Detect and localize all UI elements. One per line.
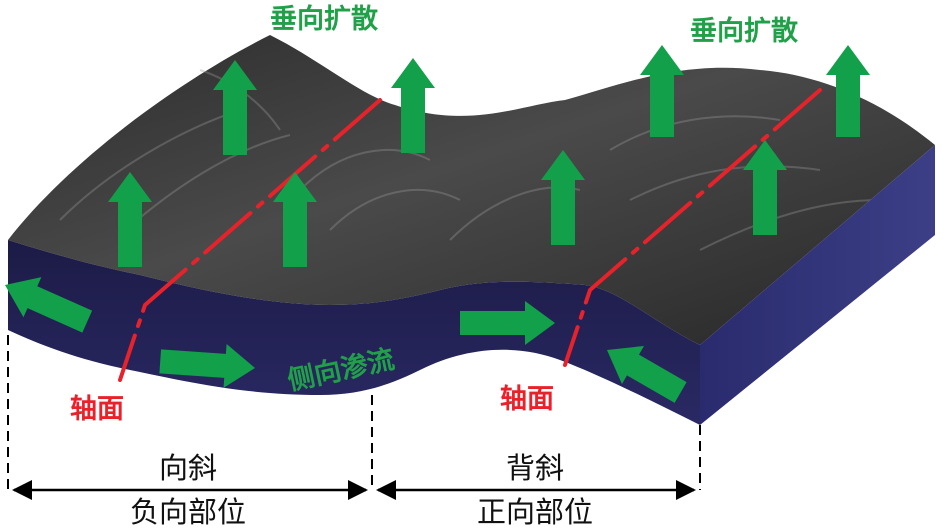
axial-planes bbox=[118, 88, 822, 382]
green-arrows bbox=[5, 45, 870, 403]
axial-plane-right-label: 轴面 bbox=[500, 384, 554, 415]
lateral-arrow-left-in bbox=[159, 343, 255, 388]
anticline-label: 背斜 bbox=[506, 451, 564, 485]
up-arrow-6 bbox=[640, 45, 684, 137]
vertical-diffusion-left-label: 垂向扩散 bbox=[270, 3, 378, 35]
axial-plane-left-line bbox=[118, 98, 382, 382]
rock-block bbox=[8, 35, 935, 425]
up-arrow-7 bbox=[743, 140, 787, 235]
up-arrow-5 bbox=[541, 150, 585, 245]
rock-side-face bbox=[700, 145, 935, 425]
axial-plane-right-line bbox=[563, 88, 822, 367]
up-arrow-2 bbox=[108, 172, 152, 267]
syncline-label: 向斜 bbox=[159, 451, 217, 485]
vertical-diffusion-right-label: 垂向扩散 bbox=[690, 15, 798, 47]
lateral-arrow-right-out bbox=[607, 345, 687, 403]
positive-position-label: 正向部位 bbox=[477, 495, 593, 529]
negative-position-label: 负向部位 bbox=[130, 495, 246, 529]
lateral-arrow-right-in bbox=[460, 301, 555, 345]
lateral-arrow-left-out bbox=[5, 277, 93, 333]
rock-front-face bbox=[8, 240, 700, 425]
up-arrow-1 bbox=[213, 60, 257, 155]
dimension-guides bbox=[7, 335, 701, 490]
up-arrow-4 bbox=[391, 58, 435, 153]
up-arrow-8 bbox=[826, 45, 870, 137]
up-arrow-3 bbox=[273, 172, 317, 267]
axial-plane-left-label: 轴面 bbox=[70, 394, 124, 425]
